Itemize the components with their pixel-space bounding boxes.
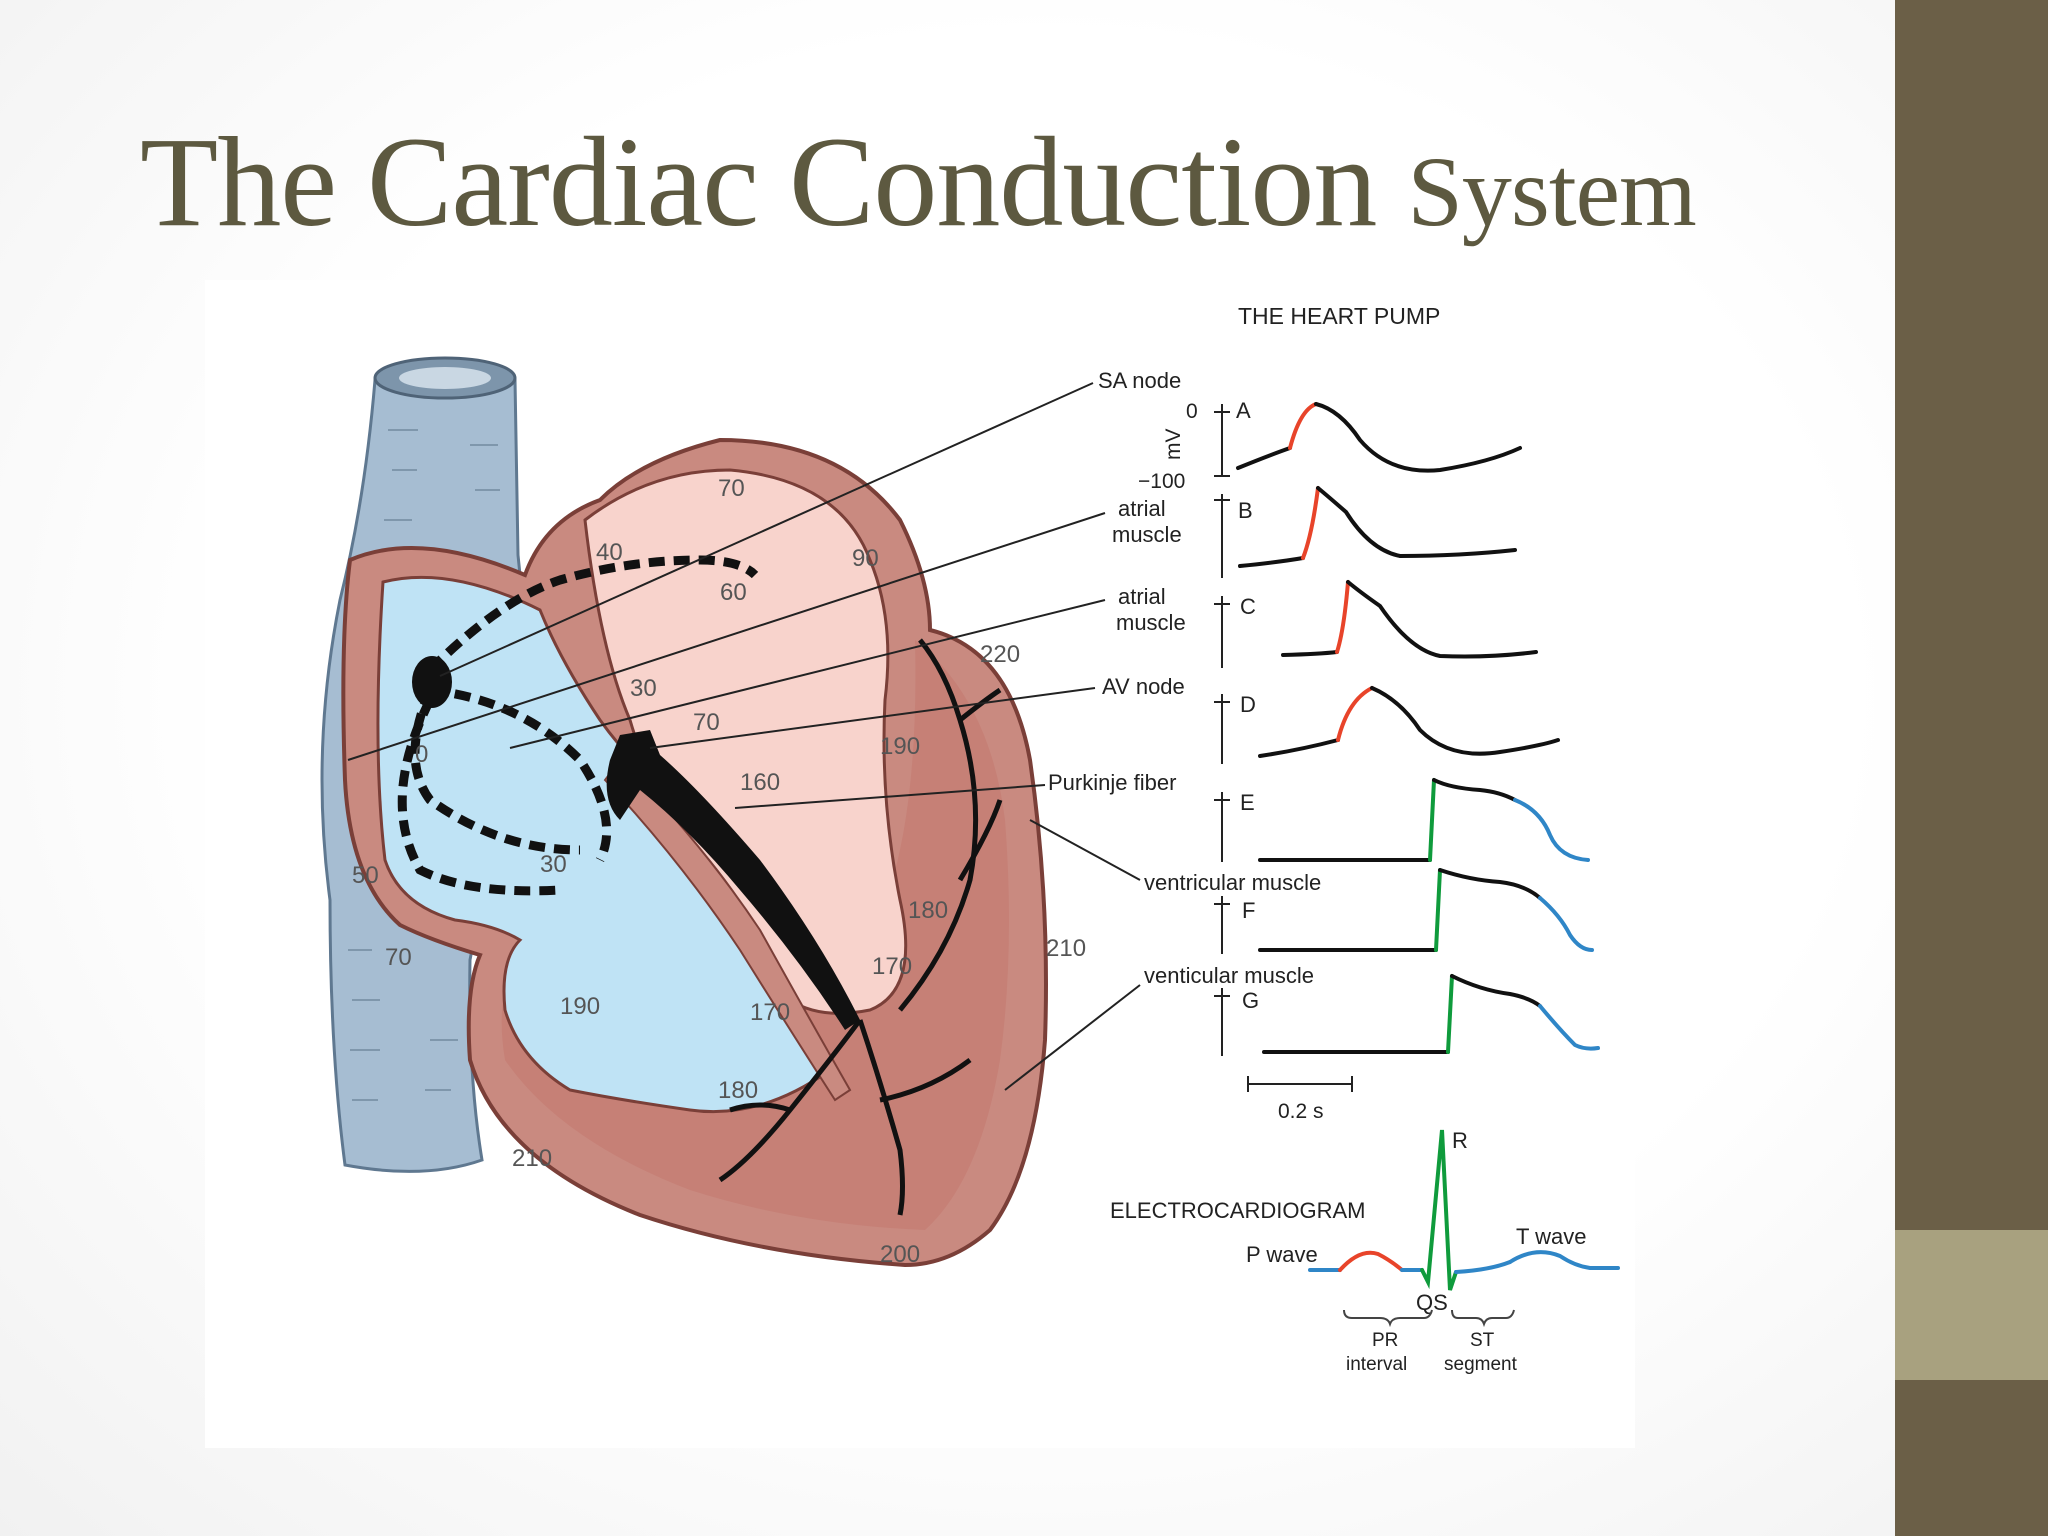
time-label: 190	[880, 733, 920, 760]
trace-a-upstroke	[1288, 402, 1318, 450]
time-label: 220	[980, 641, 1020, 668]
pump-title: THE HEART PUMP	[1238, 303, 1440, 329]
ecg-t-wave: T wave	[1516, 1224, 1587, 1249]
trace-a	[1236, 446, 1292, 470]
ecg-st-1: ST	[1470, 1330, 1495, 1351]
ecg-p-wave: P wave	[1246, 1242, 1318, 1267]
activation-times: 70 40 90 60 30 70 0 220 190 160 50 30 70…	[352, 475, 1086, 1268]
time-label: 190	[560, 993, 600, 1020]
ecg-st-2: segment	[1444, 1354, 1518, 1375]
ecg-r: R	[1452, 1128, 1468, 1153]
trace-g-upstroke	[1446, 974, 1454, 1054]
title-main: The Cardiac Conduction	[140, 111, 1377, 253]
trace-letters: A B C D E F G	[1236, 398, 1259, 1013]
label-atrial-1b: muscle	[1112, 522, 1182, 547]
cardiac-conduction-figure: 70 40 90 60 30 70 0 220 190 160 50 30 70…	[320, 303, 1620, 1375]
time-label: 50	[352, 862, 379, 889]
leader-lines	[347, 382, 1141, 1091]
ecg-st	[1454, 1260, 1512, 1274]
heart-pump-panel: THE HEART PUMP SA node atrial muscle atr…	[1048, 303, 1600, 1123]
trace-e-upstroke	[1428, 778, 1436, 862]
ecg-p	[1338, 1250, 1404, 1272]
label-ventricular: ventricular muscle	[1144, 870, 1321, 895]
label-atrial-2a: atrial	[1118, 584, 1166, 609]
trace-g-repol	[1538, 1004, 1600, 1051]
trace-g-plateau	[1450, 974, 1542, 1008]
trace-letter-f: F	[1242, 898, 1255, 923]
action-potential-traces	[1236, 402, 1600, 1054]
time-label: 0	[415, 741, 428, 768]
label-atrial-1a: atrial	[1118, 496, 1166, 521]
septum	[603, 758, 852, 1102]
time-label: 200	[880, 1241, 920, 1268]
trace-f-repol	[1538, 896, 1594, 952]
vena-cava-hatching	[348, 429, 500, 1101]
trace-a-repol	[1314, 402, 1522, 473]
trace-letter-a: A	[1236, 398, 1251, 423]
sa-node-mark	[412, 656, 452, 708]
trace-e-repol	[1513, 798, 1590, 862]
time-label: 40	[596, 539, 623, 566]
label-av-node: AV node	[1102, 674, 1185, 699]
ecg-pr-1: PR	[1372, 1330, 1398, 1351]
time-label: 60	[720, 579, 747, 606]
trace-b-repol	[1316, 486, 1517, 559]
time-label: 180	[908, 897, 948, 924]
trace-d-upstroke	[1336, 686, 1374, 742]
time-label: 180	[718, 1077, 758, 1104]
trace-c-upstroke	[1335, 580, 1350, 654]
label-venticular: venticular muscle	[1144, 963, 1314, 988]
heart-illustration: 70 40 90 60 30 70 0 220 190 160 50 30 70…	[320, 356, 1086, 1268]
scale-bar-label: 0.2 s	[1278, 1100, 1324, 1123]
trace-f-plateau	[1438, 868, 1542, 900]
vena-cava-lumen	[399, 367, 491, 389]
trace-letter-c: C	[1240, 594, 1256, 619]
label-purkinje: Purkinje fiber	[1048, 770, 1176, 795]
axis-bottom: −100	[1138, 470, 1185, 493]
title-small: System	[1407, 136, 1696, 247]
ecg-trace	[1308, 1129, 1620, 1291]
slide-title: The Cardiac Conduction System	[140, 118, 1697, 247]
trace-b	[1238, 556, 1305, 568]
time-label: 70	[385, 944, 412, 971]
ecg-t	[1508, 1250, 1620, 1270]
trace-letter-e: E	[1240, 790, 1255, 815]
time-label: 210	[512, 1145, 552, 1172]
trace-letter-b: B	[1238, 498, 1253, 523]
label-sa-node: SA node	[1098, 368, 1181, 393]
purkinje-branches	[718, 638, 1003, 1216]
internodal-pathways	[397, 555, 759, 896]
ecg-panel: ELECTROCARDIOGRAM P wave R T wave QS PR …	[1110, 1128, 1620, 1375]
trace-c-repol	[1346, 580, 1538, 659]
trace-f-upstroke	[1434, 868, 1442, 952]
time-label: 70	[693, 709, 720, 736]
ecg-title: ELECTROCARDIOGRAM	[1110, 1198, 1365, 1223]
trace-d	[1258, 738, 1340, 758]
scale-bar	[1247, 1076, 1353, 1092]
time-label: 70	[718, 475, 745, 502]
axis-unit: mV	[1162, 429, 1185, 461]
time-label: 210	[1046, 935, 1086, 962]
time-label: 90	[852, 545, 879, 572]
ecg-pr-2: interval	[1346, 1354, 1407, 1375]
time-label: 160	[740, 769, 780, 796]
trace-c	[1281, 650, 1339, 657]
ecg-qrs	[1420, 1129, 1458, 1291]
time-label: 30	[540, 851, 567, 878]
time-label: 170	[750, 999, 790, 1026]
trace-letter-g: G	[1242, 988, 1259, 1013]
label-atrial-2b: muscle	[1116, 610, 1186, 635]
time-label: 30	[630, 675, 657, 702]
ecg-brackets	[1343, 1309, 1515, 1328]
axis-top: 0	[1186, 400, 1198, 423]
trace-letter-d: D	[1240, 692, 1256, 717]
trace-b-upstroke	[1301, 486, 1320, 560]
av-node-bundle	[606, 730, 860, 1030]
trace-d-repol	[1370, 686, 1560, 756]
sidebar-accent-band	[1895, 1230, 2048, 1380]
axis-ticks	[1214, 404, 1230, 1056]
time-label: 170	[872, 953, 912, 980]
trace-e-plateau	[1432, 778, 1517, 802]
